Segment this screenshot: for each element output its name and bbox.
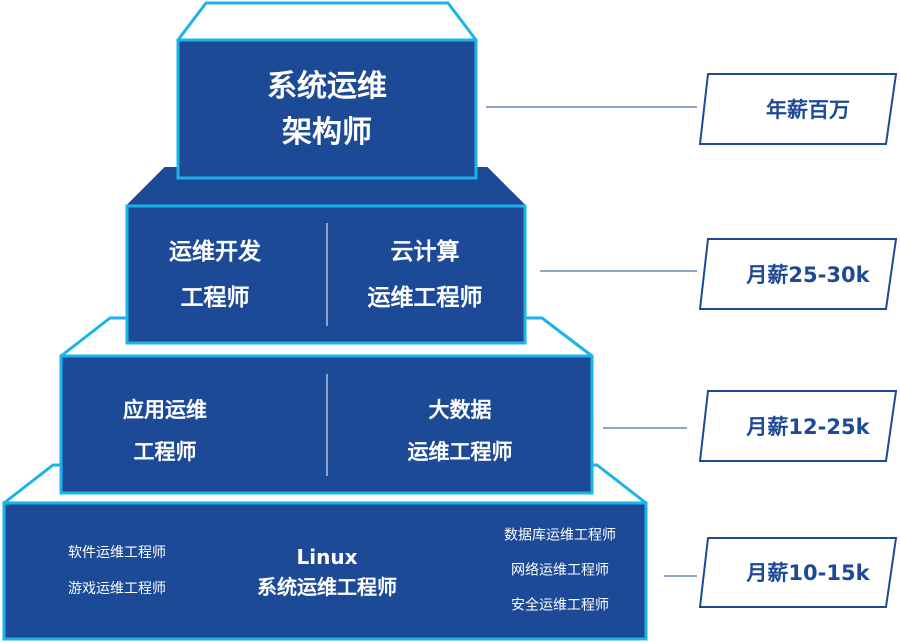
third-tier-role-right: 大数据 运维工程师 [408, 389, 513, 473]
second-tier-role-right: 云计算 运维工程师 [368, 229, 483, 321]
top-tier-salary: 年薪百万 [766, 98, 850, 122]
second-tier-block [125, 204, 527, 345]
role-line: 安全运维工程师 [511, 597, 609, 614]
role-line: 工程师 [133, 440, 197, 464]
role-line: 系统运维工程师 [257, 575, 397, 599]
role-line: 运维工程师 [367, 285, 483, 311]
base-tier-role-left: 软件运维工程师 游戏运维工程师 [68, 535, 166, 607]
top-tier-block [176, 38, 478, 180]
role-line: 网络运维工程师 [511, 562, 609, 579]
top-tier-role: 系统运维 架构师 [267, 64, 387, 156]
role-line: 大数据 [428, 398, 492, 422]
second-tier-salary-box [698, 238, 898, 310]
top-tier-top-face [176, 1, 478, 42]
role-line: 架构师 [282, 115, 372, 150]
third-tier-salary-box [698, 390, 898, 462]
base-tier-role-right: 数据库运维工程师 网络运维工程师 安全运维工程师 [504, 519, 616, 624]
third-tier-role-left: 应用运维 工程师 [123, 389, 207, 473]
role-line: 运维工程师 [407, 440, 513, 464]
role-line: 软件运维工程师 [68, 545, 166, 561]
base-tier-block [2, 501, 648, 641]
role-line: 云计算 [390, 239, 460, 265]
role-line: 运维开发 [169, 239, 261, 265]
role-line: 工程师 [180, 285, 250, 311]
base-tier-salary-box [698, 537, 898, 608]
role-line: 数据库运维工程师 [504, 527, 616, 544]
base-tier-role-center: Linux 系统运维工程师 [257, 542, 397, 602]
role-line: Linux [296, 545, 358, 569]
base-tier-salary: 月薪10-15k [746, 561, 870, 585]
role-line: 应用运维 [123, 398, 207, 422]
top-tier-salary-box [698, 73, 898, 145]
second-tier-role-left: 运维开发 工程师 [169, 229, 261, 321]
role-line: 游戏运维工程师 [68, 581, 166, 597]
second-tier-salary: 月薪25-30k [746, 263, 870, 287]
third-tier-salary: 月薪12-25k [746, 415, 870, 439]
role-line: 系统运维 [267, 69, 387, 104]
